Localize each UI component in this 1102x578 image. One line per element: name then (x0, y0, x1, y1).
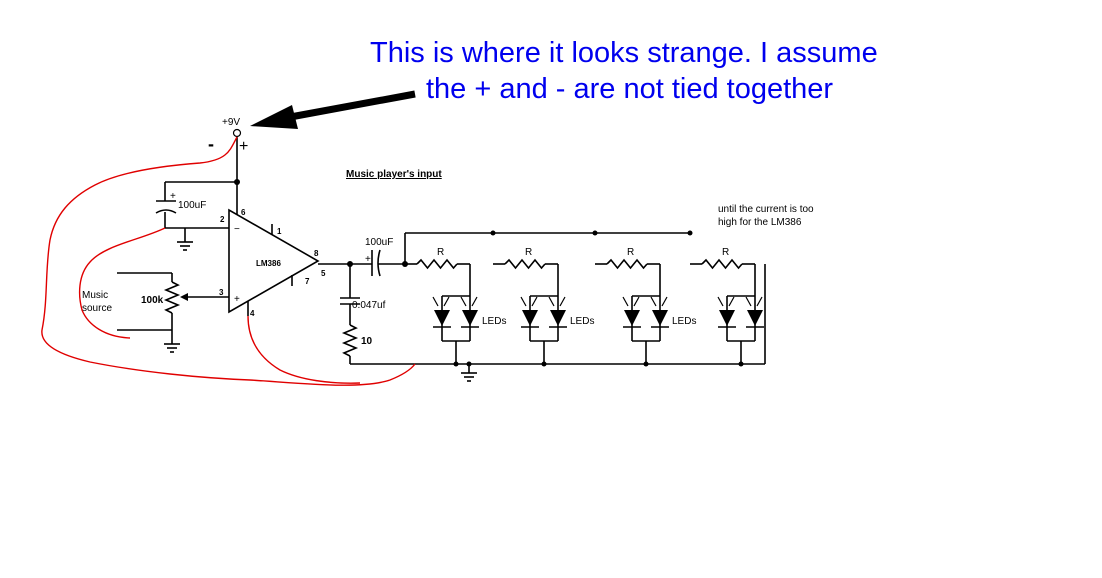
cap-filter-label: 0.047uf (352, 300, 386, 311)
leds-label: LEDs (570, 316, 594, 327)
pot-label: 100k (141, 295, 164, 306)
leds-label: LEDs (482, 316, 506, 327)
hand-drawn-red-wires (41, 136, 416, 386)
led-stage-1: R LEDs (405, 247, 506, 367)
annotation-line-2: the + and - are not tied together (426, 73, 834, 105)
minus-mark: - (208, 134, 214, 154)
r-label: R (525, 247, 532, 258)
pin5-label: 5 (321, 269, 326, 278)
pin8-label: 8 (314, 249, 319, 258)
r-label: R (627, 247, 634, 258)
led-stage-2: R LEDs (493, 247, 594, 367)
input-capacitor-section (155, 181, 238, 251)
annotation-line-1: This is where it looks strange. I assume (370, 37, 878, 69)
led-stage-3: R LEDs (595, 247, 696, 367)
r-label: R (722, 247, 729, 258)
lm386-opamp (228, 208, 320, 316)
source-label: source (82, 303, 112, 314)
opamp-plus: + (234, 294, 240, 305)
cap-out-label: 100uF (365, 237, 393, 248)
pin1-label: 1 (277, 227, 282, 236)
pin4-label: 4 (250, 309, 255, 318)
music-label: Music (82, 290, 108, 301)
pin7-label: 7 (305, 277, 310, 286)
cap-in-label: 100uF (178, 200, 206, 211)
led-top-rail (404, 230, 693, 264)
led-stage-4: R (690, 247, 766, 367)
plus-mark: + (239, 138, 248, 155)
led-stages: R LEDs R LEDs R LEDs R (405, 247, 766, 367)
cap-plus: + (170, 191, 176, 202)
music-player-input-label: Music player's input (346, 169, 442, 180)
res-10-label: 10 (361, 336, 373, 347)
chip-label: LM386 (256, 259, 281, 268)
supply-label: +9V (222, 117, 240, 128)
pin2-label: 2 (220, 215, 225, 224)
output-section (318, 249, 765, 382)
annotation-arrow (250, 90, 416, 129)
cap-out-plus: + (365, 254, 371, 265)
opamp-minus: − (234, 224, 240, 235)
pin3-label: 3 (219, 288, 224, 297)
r-label: R (437, 247, 444, 258)
leds-label: LEDs (672, 316, 696, 327)
pin6-label: 6 (241, 208, 246, 217)
note-line-1: until the current is too (718, 204, 814, 215)
potentiometer (117, 272, 229, 353)
note-line-2: high for the LM386 (718, 217, 802, 228)
